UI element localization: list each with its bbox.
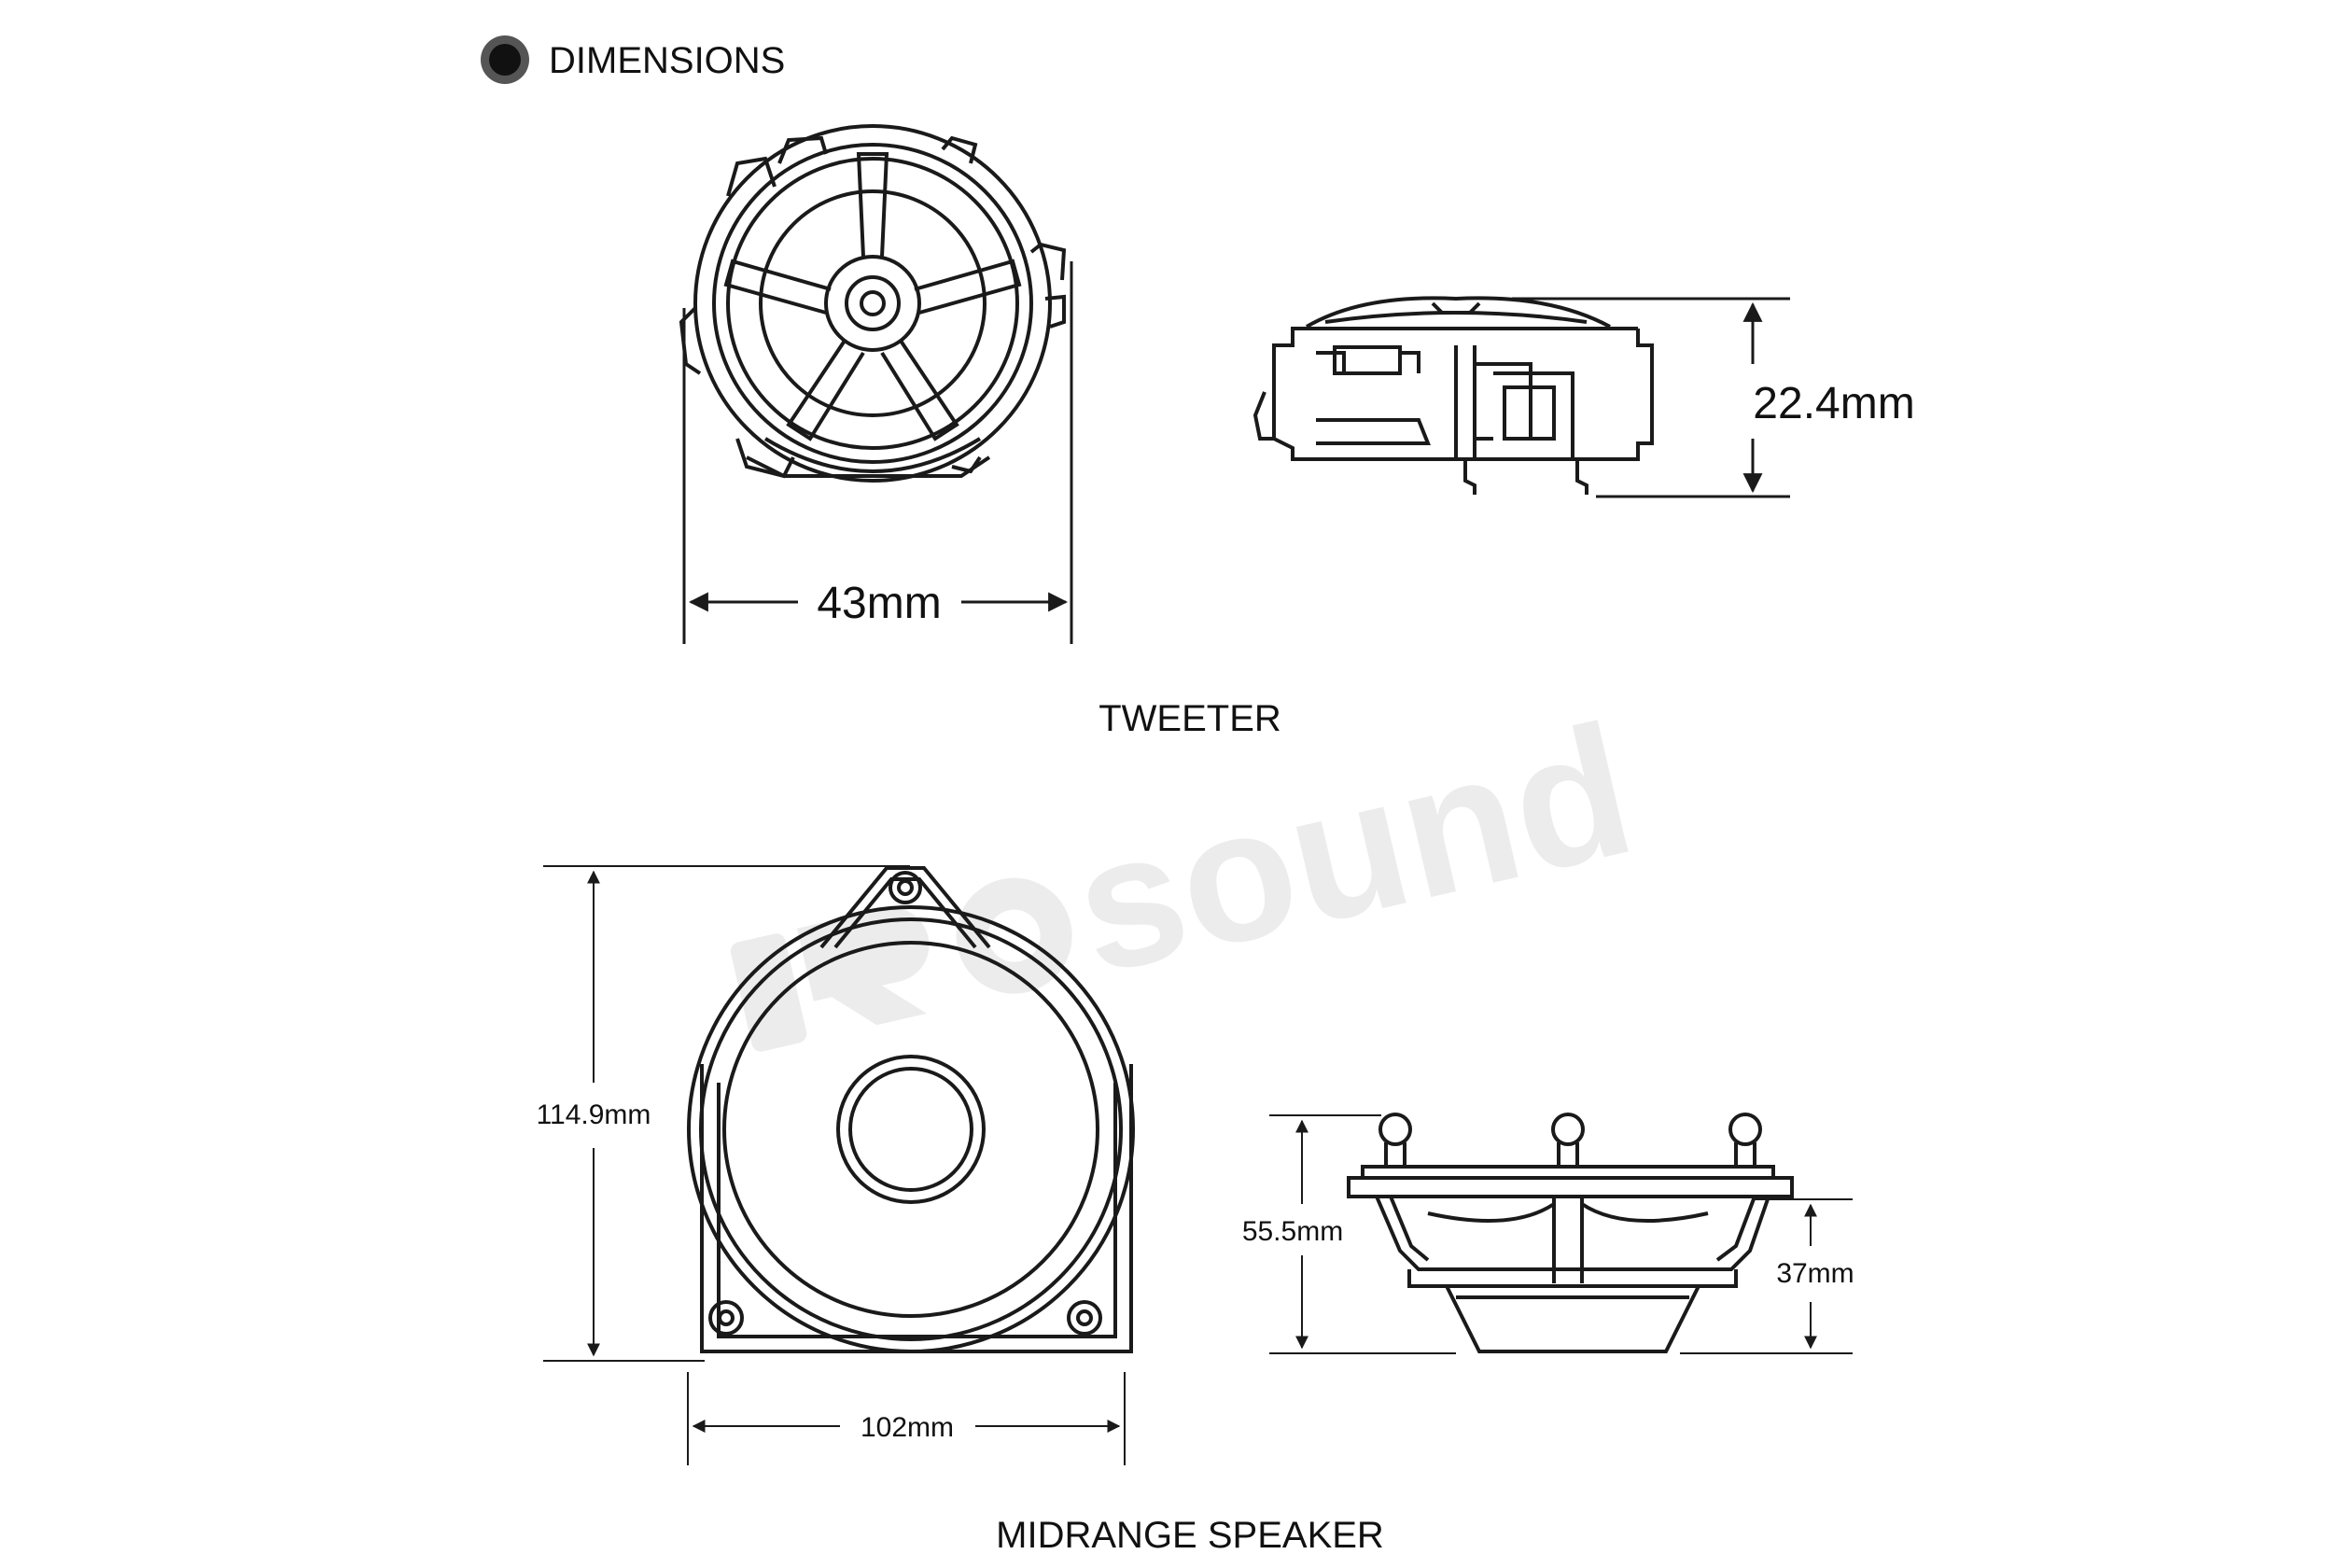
tweeter-caption: TWEETER: [1099, 698, 1281, 739]
midrange-mount-depth-label: 37mm: [1776, 1258, 1854, 1289]
tweeter-side-view: [1252, 296, 1654, 495]
midrange-height-dimension: 114.9mm: [537, 865, 910, 1362]
midrange-width-dimension: 102mm: [687, 1372, 1126, 1465]
tweeter-width-label: 43mm: [817, 579, 941, 628]
page-title: DIMENSIONS: [549, 40, 785, 81]
midrange-height-label: 114.9mm: [537, 1099, 651, 1130]
tweeter-front-view: [679, 124, 1067, 483]
watermark: sound: [730, 685, 1649, 1052]
midrange-width-label: 102mm: [861, 1412, 954, 1443]
midrange-depth-label: 55.5mm: [1242, 1216, 1343, 1247]
tweeter-height-dimension: 22.4mm: [1512, 297, 1915, 498]
midrange-front-view: [687, 866, 1135, 1353]
midrange-mount-depth-dimension: 37mm: [1680, 1198, 1854, 1354]
midrange-caption: MIDRANGE SPEAKER: [996, 1515, 1384, 1556]
midrange-side-view: [1347, 1113, 1794, 1353]
tweeter-height-label: 22.4mm: [1753, 379, 1914, 428]
midrange-depth-dimension: 55.5mm: [1242, 1114, 1456, 1354]
tweeter-width-dimension: 43mm: [682, 261, 1073, 644]
header: DIMENSIONS: [481, 35, 785, 84]
